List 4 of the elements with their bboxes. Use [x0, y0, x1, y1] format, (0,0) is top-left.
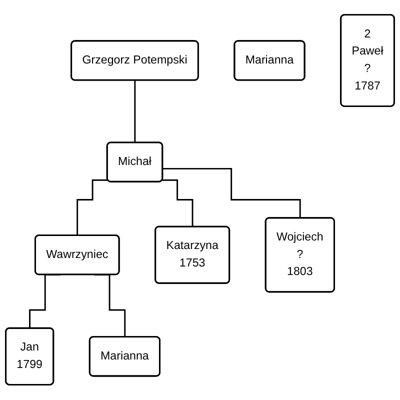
connector	[162, 168, 301, 220]
connector	[134, 80, 136, 144]
connector	[162, 180, 194, 228]
connector	[76, 180, 108, 237]
